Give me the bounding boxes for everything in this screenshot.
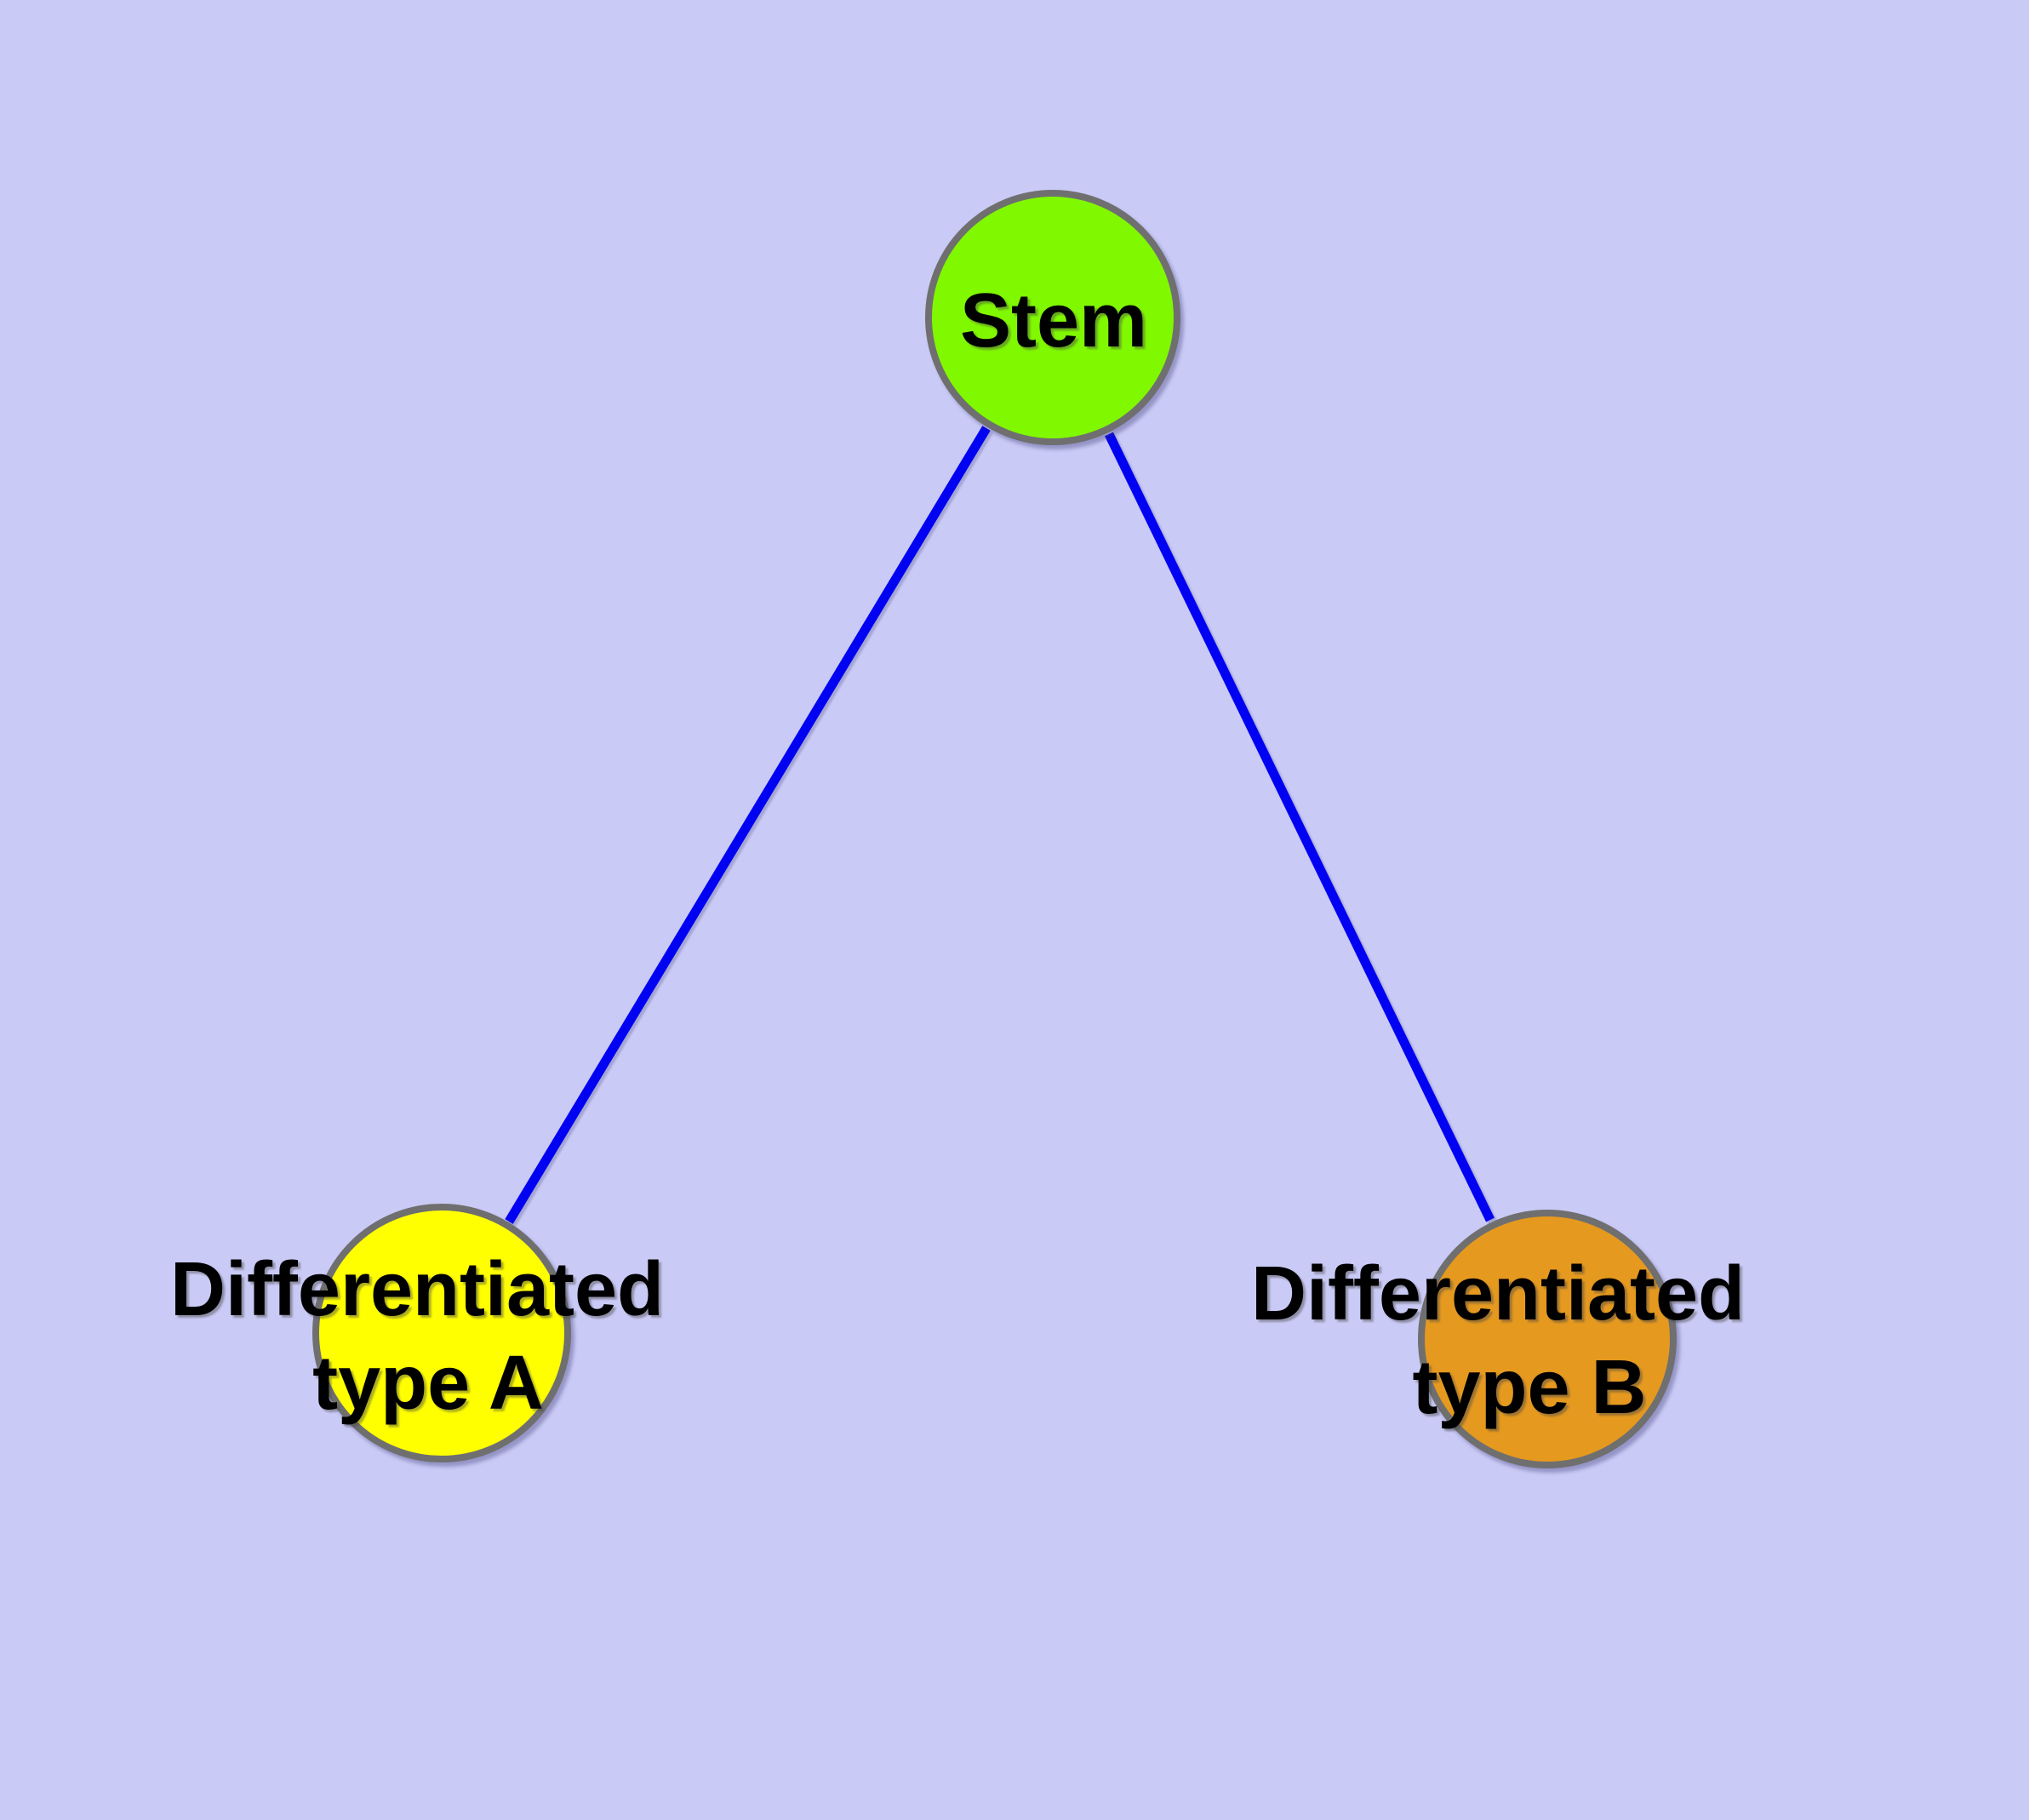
edge-stem-to-type-a (505, 426, 991, 1224)
node-differentiated-type-a: Differentiated type A (170, 1204, 664, 1462)
node-differentiated-type-a-circle (312, 1204, 571, 1462)
node-differentiated-type-a-label-line1: Differentiated (170, 1247, 664, 1332)
node-differentiated-type-b-circle (1418, 1210, 1677, 1468)
node-stem-label: Stem (960, 278, 1147, 363)
node-differentiated-type-b-label-line1: Differentiated (1251, 1251, 1745, 1336)
node-differentiated-type-a-label-line2: type A (312, 1341, 544, 1426)
node-differentiated-type-b-label-line2: type B (1412, 1345, 1646, 1430)
node-stem-circle (925, 190, 1180, 445)
node-stem: Stem (925, 190, 1180, 445)
edge-stem-to-type-b (1105, 432, 1495, 1222)
node-differentiated-type-b: Differentiated type B (1251, 1210, 1745, 1468)
